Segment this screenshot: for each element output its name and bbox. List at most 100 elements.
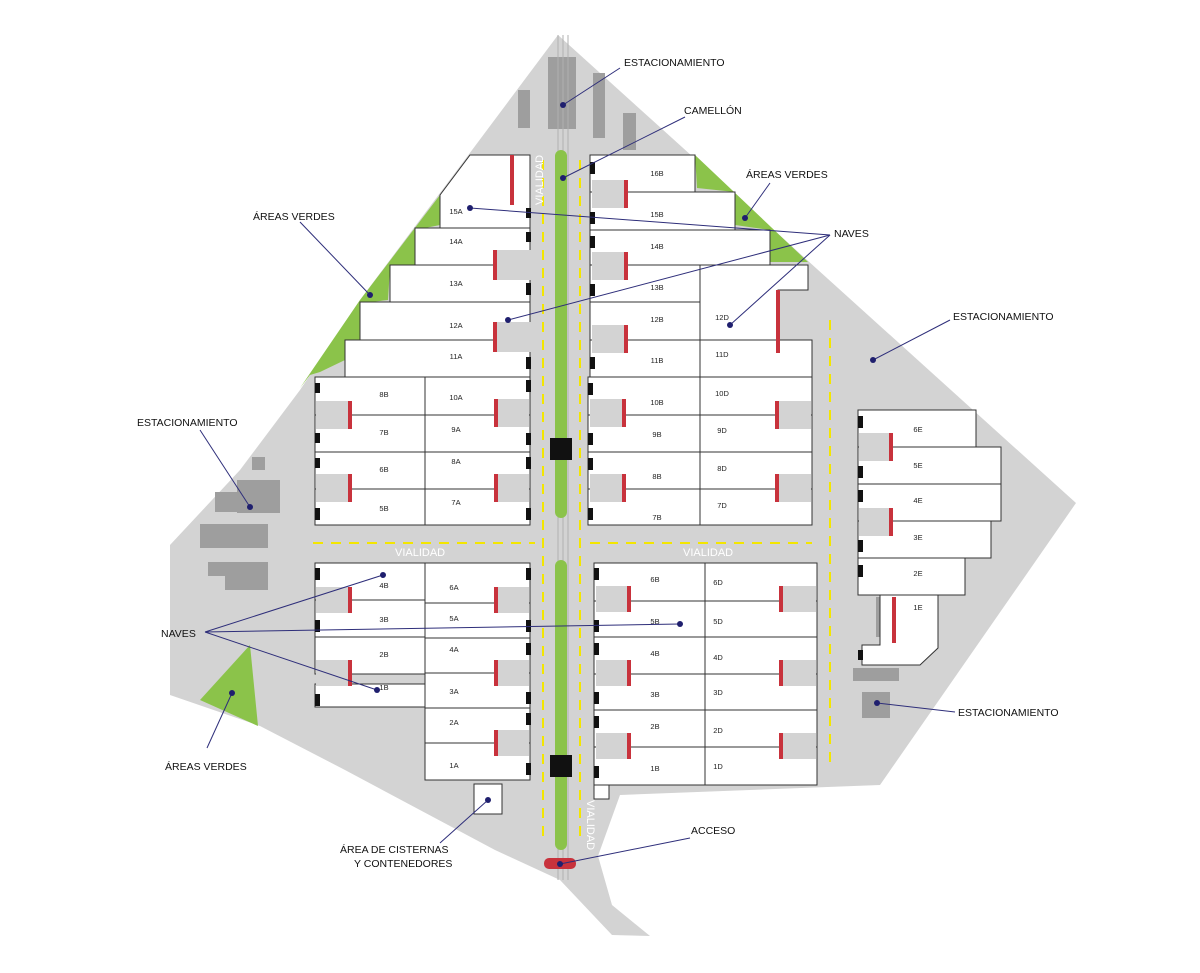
warehouse-label: 16B: [650, 169, 663, 178]
warehouse-label: 2A: [449, 718, 458, 727]
warehouse-label: 5A: [449, 614, 458, 623]
road-label-vialidad-right: VIALIDAD: [683, 547, 733, 559]
leader-dots: [229, 102, 880, 867]
parking-block: [518, 90, 530, 128]
warehouse-label: 8A: [451, 457, 460, 466]
warehouse-label: 5B: [650, 617, 659, 626]
parking-block: [225, 576, 268, 590]
warehouse-label: 15A: [449, 207, 462, 216]
warehouse-label: 12A: [449, 321, 462, 330]
warehouse-label: 13A: [449, 279, 462, 288]
lane-markings: [313, 160, 831, 840]
warehouse-label: 6B: [379, 465, 388, 474]
warehouse-label: 4B: [379, 581, 388, 590]
parking-block: [208, 562, 268, 576]
warehouse-label: 15B: [650, 210, 663, 219]
naves-middle-right: 10B 9B 8B 7B 10D 9D 8D 7D: [587, 376, 813, 526]
label-estacionamiento-right: ESTACIONAMIENTO: [953, 311, 1054, 323]
warehouse-label: 12D: [715, 313, 729, 322]
warehouse-label: 10D: [715, 389, 729, 398]
median-strip-north: [555, 150, 567, 518]
warehouse-label: 3B: [379, 615, 388, 624]
warehouse-label: 4A: [449, 645, 458, 654]
warehouse-label: 9D: [717, 426, 727, 435]
road-label-vialidad-top: VIALIDAD: [534, 155, 546, 205]
parking-block: [623, 113, 636, 150]
warehouse-label: 14B: [650, 242, 663, 251]
median-strip-south: [555, 560, 567, 850]
leader-lines: [199, 67, 956, 865]
warehouse-label: 11B: [651, 356, 664, 365]
warehouse-label: 12B: [650, 315, 663, 324]
label-estacionamiento-top: ESTACIONAMIENTO: [624, 57, 725, 69]
warehouse-label: 9A: [451, 425, 460, 434]
warehouse-label: 5E: [913, 461, 922, 470]
median-node: [550, 438, 572, 460]
warehouse-label: 3A: [449, 687, 458, 696]
warehouse-label: 7B: [379, 428, 388, 437]
label-camellon: CAMELLÓN: [684, 104, 742, 117]
warehouse-label: 2D: [713, 726, 723, 735]
warehouse-label: 6D: [713, 578, 723, 587]
road-label-vialidad-bottom: VIALIDAD: [584, 800, 596, 850]
median-node: [550, 755, 572, 777]
warehouse-label: 4B: [650, 649, 659, 658]
warehouse-label: 1D: [713, 762, 723, 771]
green-area-top-left: [300, 195, 440, 388]
road-label-vialidad-left: VIALIDAD: [395, 547, 445, 559]
warehouse-label: 2B: [650, 722, 659, 731]
warehouse-label: 1B: [379, 683, 388, 692]
parking-block: [252, 457, 265, 470]
warehouse-label: 2E: [913, 569, 922, 578]
naves-north-left: 15A 14A 13A 12A 11A: [344, 154, 531, 378]
warehouse-label: 10A: [449, 393, 462, 402]
warehouse-label: 10B: [650, 398, 663, 407]
parking-block: [200, 524, 268, 548]
parking-block: [548, 57, 576, 129]
label-areas-verdes-bottom-left: ÁREAS VERDES: [165, 760, 247, 773]
warehouse-label: 13B: [650, 283, 663, 292]
naves-north-right: 16B 15B 14B 13B 12B 11B 12D 11D: [589, 154, 813, 378]
warehouse-label: 6E: [913, 425, 922, 434]
warehouse-label: 11D: [715, 350, 729, 359]
warehouse-label: 4D: [713, 653, 723, 662]
label-estacionamiento-left: ESTACIONAMIENTO: [137, 417, 238, 429]
warehouse-label: 5D: [713, 617, 723, 626]
warehouse-label: 4E: [913, 496, 922, 505]
warehouse-15a: [439, 154, 531, 229]
warehouse-label: 7D: [717, 501, 727, 510]
warehouse-label: 1E: [913, 603, 922, 612]
naves-south-left: 4B 3B 2B 1B 6A 5A 4A 3A 2A 1A: [314, 562, 531, 781]
label-estacionamiento-bottom-right: ESTACIONAMIENTO: [958, 707, 1059, 719]
warehouse-11d: [699, 339, 813, 378]
warehouse-label: 1B: [650, 764, 659, 773]
warehouse-label: 2B: [379, 650, 388, 659]
green-area-bottom-left: [200, 645, 258, 726]
parking-block: [237, 480, 280, 513]
naves-east: 6E 5E 4E 3E 2E 1E: [857, 409, 1002, 666]
warehouse-label: 3E: [913, 533, 922, 542]
warehouse-label: 6A: [449, 583, 458, 592]
naves-south-right: 6B 5B 4B 3B 2B 1B 6D 5D 4D 3D 2D 1D: [593, 562, 818, 800]
naves-middle-left: 8B 7B 6B 5B 10A 9A 8A 7A: [314, 376, 531, 526]
warehouse-label: 3D: [713, 688, 723, 697]
warehouse-label: 8B: [379, 390, 388, 399]
label-acceso: ACCESO: [691, 825, 735, 837]
label-areas-verdes-top-right: ÁREAS VERDES: [746, 168, 828, 181]
parking-block: [593, 73, 605, 138]
warehouse-label: 5B: [379, 504, 388, 513]
label-cisternas-line2: Y CONTENEDORES: [354, 858, 452, 870]
warehouse-label: 1A: [449, 761, 458, 770]
warehouse-label: 14A: [449, 237, 462, 246]
warehouse-label: 9B: [652, 430, 661, 439]
warehouse-label: 8D: [717, 464, 727, 473]
warehouse-label: 8B: [652, 472, 661, 481]
warehouse-label: 6B: [650, 575, 659, 584]
label-naves-left: NAVES: [161, 628, 196, 640]
label-naves-right: NAVES: [834, 228, 869, 240]
label-areas-verdes-top-left: ÁREAS VERDES: [253, 210, 335, 223]
parking-block: [853, 668, 899, 681]
warehouse-label: 11A: [450, 352, 463, 361]
parking-block: [215, 492, 237, 512]
